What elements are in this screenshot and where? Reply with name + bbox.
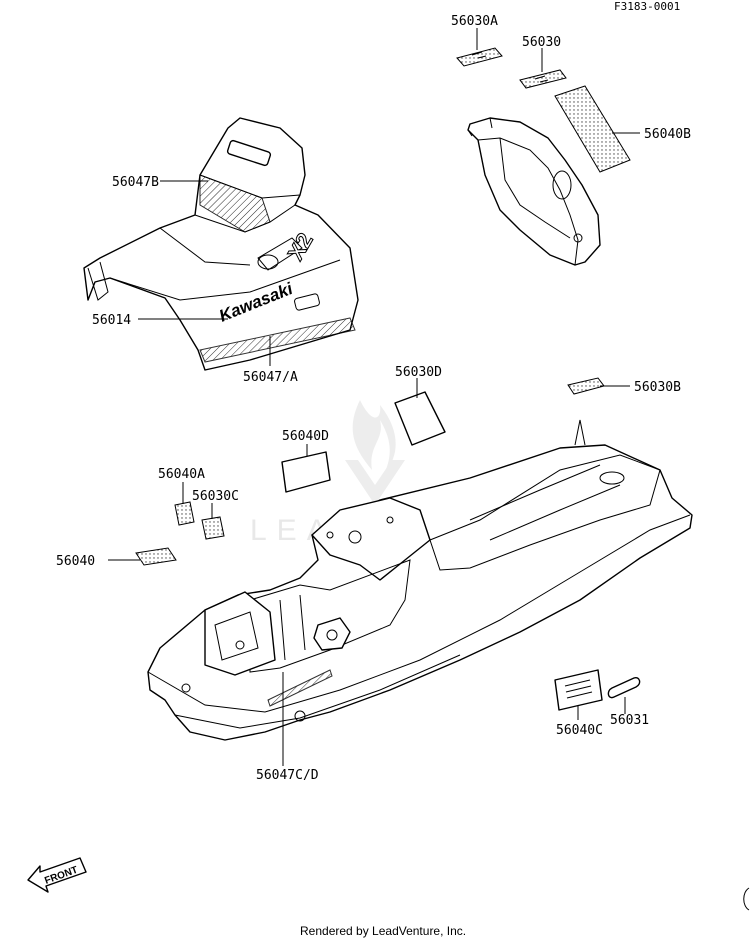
decal-56030B[interactable]	[567, 377, 605, 395]
footer-credit: Rendered by LeadVenture, Inc.	[300, 924, 466, 938]
callout-56040B[interactable]: 56040B	[644, 127, 691, 142]
front-direction-arrow: FRONT	[27, 857, 87, 893]
callout-56040[interactable]: 56040	[56, 554, 95, 569]
decal-56040D[interactable]	[281, 451, 331, 493]
hull-part[interactable]	[147, 419, 693, 741]
decal-56031[interactable]	[607, 676, 641, 699]
decal-56040C[interactable]	[554, 669, 603, 711]
callout-56030A[interactable]: 56030A	[451, 14, 498, 29]
callout-56014[interactable]: 56014	[92, 313, 131, 328]
decal-56030[interactable]	[519, 69, 567, 89]
decal-56030D[interactable]	[394, 391, 446, 446]
callout-56030[interactable]: 56030	[522, 35, 561, 50]
callout-56047CD[interactable]: 56047C/D	[256, 768, 319, 783]
callout-56030B[interactable]: 56030B	[634, 380, 681, 395]
edge-bracket	[743, 887, 750, 911]
decal-56030A[interactable]	[456, 47, 503, 67]
callout-56031[interactable]: 56031	[610, 713, 649, 728]
leader-lines	[108, 28, 640, 766]
diagram-id: F3183-0001	[614, 0, 680, 13]
callout-56040D[interactable]: 56040D	[282, 429, 329, 444]
decal-56040B[interactable]	[554, 85, 631, 173]
decal-56030C[interactable]	[201, 516, 225, 540]
callout-56040A[interactable]: 56040A	[158, 467, 205, 482]
storage-cover-part[interactable]	[467, 117, 601, 266]
engine-hood-part[interactable]: Kawasaki X2	[83, 117, 359, 371]
decal-56040A[interactable]	[174, 501, 195, 526]
callout-labels: 56030A 56030 56040B 56047B 56014 56047/A…	[56, 14, 691, 783]
decal-56040[interactable]	[135, 547, 177, 566]
callout-56047B[interactable]: 56047B	[112, 175, 159, 190]
callout-56040C[interactable]: 56040C	[556, 723, 603, 738]
callout-56047A[interactable]: 56047/A	[243, 370, 298, 385]
callout-56030C[interactable]: 56030C	[192, 489, 239, 504]
callout-56030D[interactable]: 56030D	[395, 365, 442, 380]
